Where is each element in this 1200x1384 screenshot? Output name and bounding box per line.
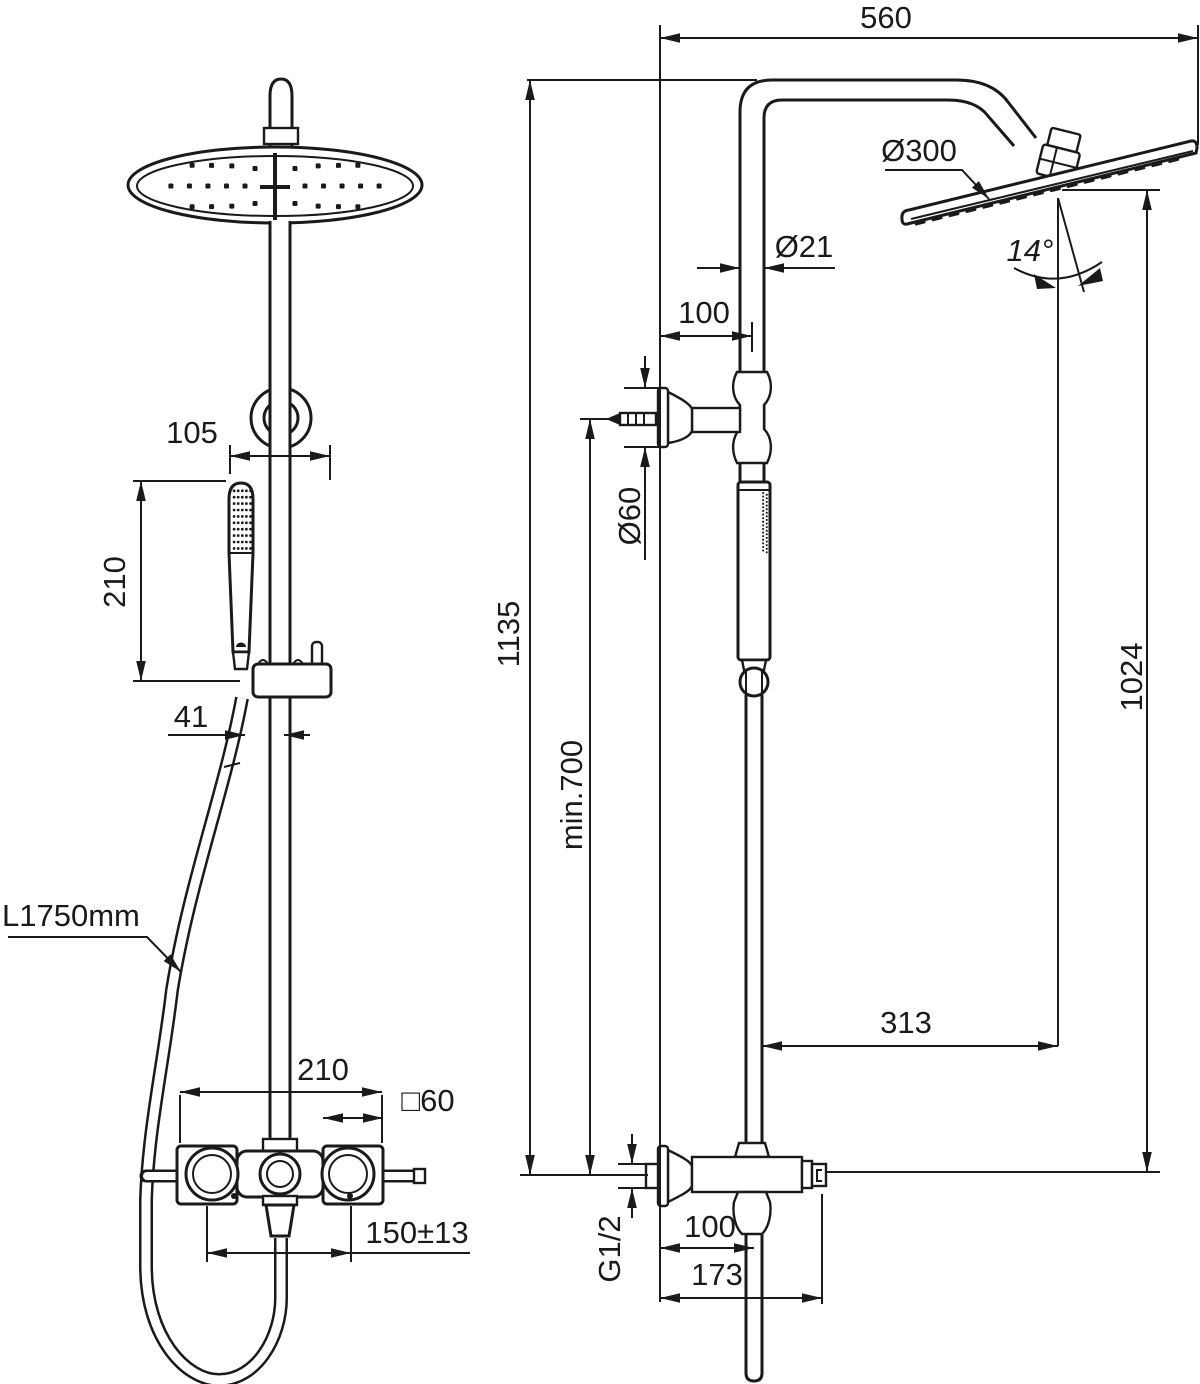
dim-wall-to-outlet: 173 (660, 1194, 823, 1304)
hose-nut-front (223, 762, 241, 768)
shower-hose-front (139, 696, 288, 1384)
outlet-cone-side (732, 1190, 772, 1236)
diverter-knob (258, 1152, 302, 1196)
dim-escutcheon-square: □60 (323, 1083, 455, 1123)
bracket-collar (732, 370, 772, 465)
dim-hose-offset: 41 (168, 699, 310, 740)
dim-bracket-flange-diameter: Ø60 (612, 356, 660, 560)
svg-text:100: 100 (678, 295, 730, 330)
svg-text:Ø60: Ø60 (612, 487, 647, 546)
dim-min-height: min.700 (554, 418, 612, 1175)
outlet-cone-front (264, 1203, 296, 1238)
mixer-valve-side (644, 1141, 828, 1236)
svg-text:1135: 1135 (491, 601, 526, 668)
indicator-pin-right (347, 1193, 353, 1199)
shower-hose-side (738, 666, 770, 1383)
hand-shower-side (736, 480, 772, 672)
bracket-arm (690, 406, 742, 434)
outlet-neck (800, 1159, 814, 1190)
bracket-bell (666, 390, 694, 445)
svg-text:14°: 14° (1007, 233, 1054, 268)
svg-text:□60: □60 (401, 1083, 454, 1118)
bracket-screw (606, 411, 658, 427)
svg-text:105: 105 (166, 415, 218, 450)
handle-knurl-dots (762, 492, 768, 554)
dim-head-above-outlet: 1024 (826, 189, 1160, 1173)
dimensions-side: 560 1135 min.700 Ø21 100 Ø60 (491, 0, 1199, 1304)
handshower-face-dots (232, 489, 252, 550)
dim-arm-reach: 560 (660, 0, 1199, 145)
svg-text:41: 41 (174, 699, 208, 734)
indicator-pin-left (231, 1193, 237, 1199)
outlet-end (810, 1162, 828, 1188)
svg-text:G1/2: G1/2 (592, 1215, 627, 1282)
dim-pipe-diameter: Ø21 (697, 229, 835, 273)
slider-holder-front (251, 640, 333, 699)
dim-handshower-length: 210 (97, 480, 240, 682)
dimensions-front: 105 210 41 L1750mm 210 □60 (2, 415, 470, 1262)
spray-nozzle-dots (168, 162, 382, 210)
head-nut-front (262, 126, 300, 146)
rain-head-side (900, 139, 1199, 226)
valve-body-side (690, 1155, 804, 1194)
dim-total-height: 1135 (491, 79, 757, 1176)
dim-head-angle: 14° (1007, 197, 1103, 1046)
holder-lever-pin (310, 640, 324, 668)
front-view (126, 77, 427, 1384)
rain-head-front (126, 145, 424, 225)
svg-text:210: 210 (297, 1052, 349, 1087)
hose-length-callout: L1750mm (2, 898, 182, 973)
valve-collar-top (733, 1141, 771, 1159)
svg-text:Ø300: Ø300 (881, 133, 957, 168)
wall-bracket-side (606, 370, 772, 465)
inlet-bell (666, 1148, 694, 1204)
svg-text:L1750mm: L1750mm (2, 898, 140, 933)
svg-text:150±13: 150±13 (365, 1215, 468, 1250)
handshower-connector (231, 650, 251, 671)
dim-connection-centers: 150±13 (206, 1206, 470, 1262)
dim-inlet-thread: G1/2 (592, 1134, 650, 1283)
svg-text:173: 173 (691, 1257, 743, 1292)
dim-valve-width: 210 (179, 1052, 383, 1143)
nozzle-teeth-side (914, 156, 1180, 226)
dim-head-offset: 105 (166, 415, 331, 480)
dim-head-to-wall: 313 (762, 1005, 1058, 1051)
svg-text:560: 560 (860, 0, 912, 35)
brand-mark (236, 642, 246, 647)
svg-text:100: 100 (684, 1209, 736, 1244)
riser-pipe-side (738, 78, 1038, 490)
hand-shower-front (227, 481, 255, 671)
side-view (606, 78, 1199, 1383)
mixer-valve-front (139, 1137, 427, 1238)
svg-text:1024: 1024 (1114, 643, 1149, 712)
hose-ball-nut (738, 666, 770, 698)
dim-wall-to-pipe: 100 (660, 1209, 754, 1253)
svg-text:313: 313 (880, 1005, 932, 1040)
dim-bracket-offset: 100 (660, 295, 753, 352)
riser-pipe-top-front (262, 77, 300, 150)
svg-text:min.700: min.700 (554, 740, 589, 850)
svg-text:Ø21: Ø21 (775, 229, 834, 264)
svg-text:210: 210 (97, 556, 132, 608)
callout-head-diameter: Ø300 (881, 133, 990, 200)
